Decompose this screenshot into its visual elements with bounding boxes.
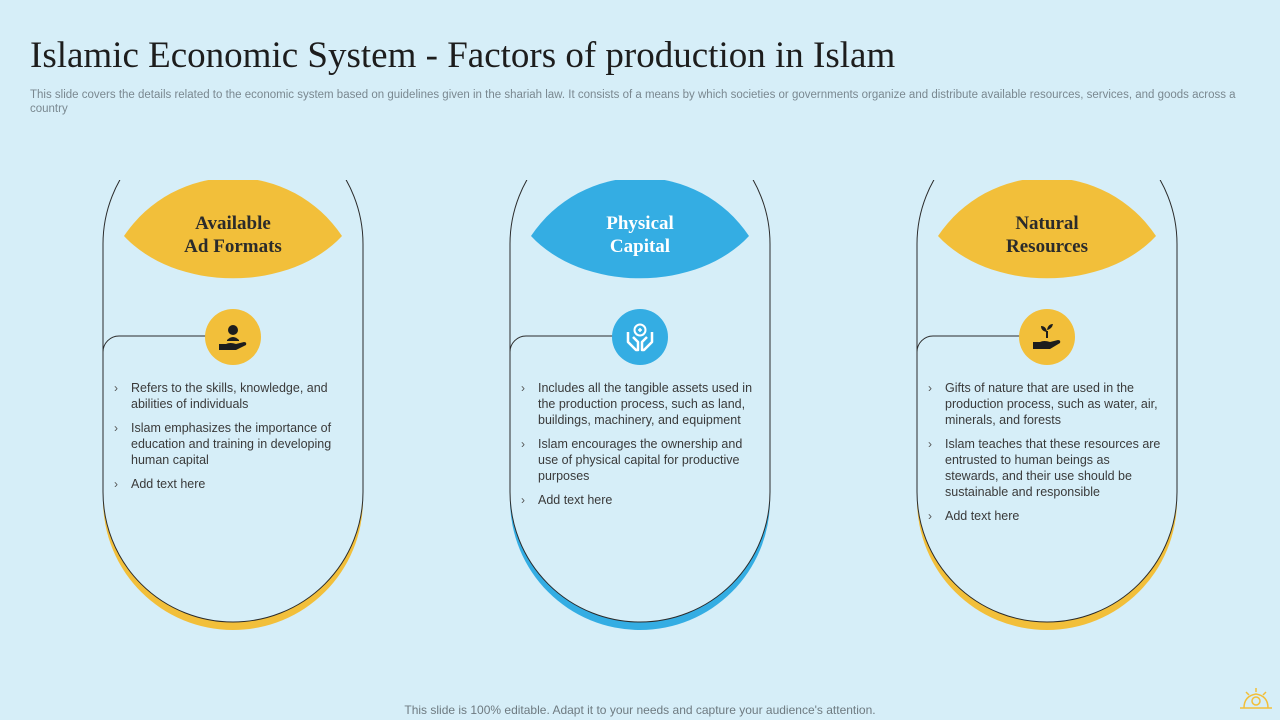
card-bullet-list: ›Refers to the skills, knowledge, and ab…: [114, 380, 352, 500]
chevron-right-icon: ›: [521, 437, 525, 451]
list-item[interactable]: ›Add text here: [521, 493, 613, 507]
factor-card-natural-resources: Natural Resources ›Gifts of nature that …: [916, 180, 1178, 630]
list-item: ›Islam teaches that these resources are …: [928, 437, 1161, 499]
chevron-right-icon: ›: [928, 381, 932, 395]
chevron-right-icon: ›: [928, 509, 932, 523]
card-title: Available Ad Formats: [184, 213, 282, 257]
factor-card-human-capital: Available Ad Formats ›Refers to the skil…: [102, 180, 364, 630]
list-item: ›Gifts of nature that are used in the pr…: [928, 381, 1158, 427]
card-bullet-list: ›Gifts of nature that are used in the pr…: [928, 380, 1166, 532]
gear-icon: [1240, 688, 1272, 709]
list-item: ›Islam emphasizes the importance of educ…: [114, 421, 332, 467]
card-bullet-list: ›Includes all the tangible assets used i…: [521, 380, 759, 516]
hand-with-person-icon: [205, 309, 261, 365]
chevron-right-icon: ›: [114, 381, 118, 395]
list-item: ›Islam encourages the ownership and use …: [521, 437, 743, 483]
page-subtitle: This slide covers the details related to…: [30, 89, 1236, 115]
chevron-right-icon: ›: [521, 381, 525, 395]
chevron-right-icon: ›: [928, 437, 932, 451]
list-item: ›Includes all the tangible assets used i…: [521, 381, 753, 427]
card-title: Physical Capital: [606, 213, 674, 257]
chevron-right-icon: ›: [521, 493, 525, 507]
card-title: Natural Resources: [1006, 213, 1088, 257]
hand-with-plant-icon: [1019, 309, 1075, 365]
footer-note: This slide is 100% editable. Adapt it to…: [404, 703, 876, 717]
list-item[interactable]: ›Add text here: [114, 477, 206, 491]
chevron-right-icon: ›: [114, 477, 118, 491]
card-frame: [916, 180, 1178, 630]
hands-holding-coin-icon: [612, 309, 668, 365]
list-item[interactable]: ›Add text here: [928, 509, 1020, 523]
card-frame: [509, 180, 771, 630]
card-frame: [102, 180, 364, 630]
page-title: Islamic Economic System - Factors of pro…: [30, 35, 896, 76]
factor-card-physical-capital: Physical Capital ›Includes all the tangi…: [509, 180, 771, 630]
list-item: ›Refers to the skills, knowledge, and ab…: [114, 381, 328, 411]
chevron-right-icon: ›: [114, 421, 118, 435]
